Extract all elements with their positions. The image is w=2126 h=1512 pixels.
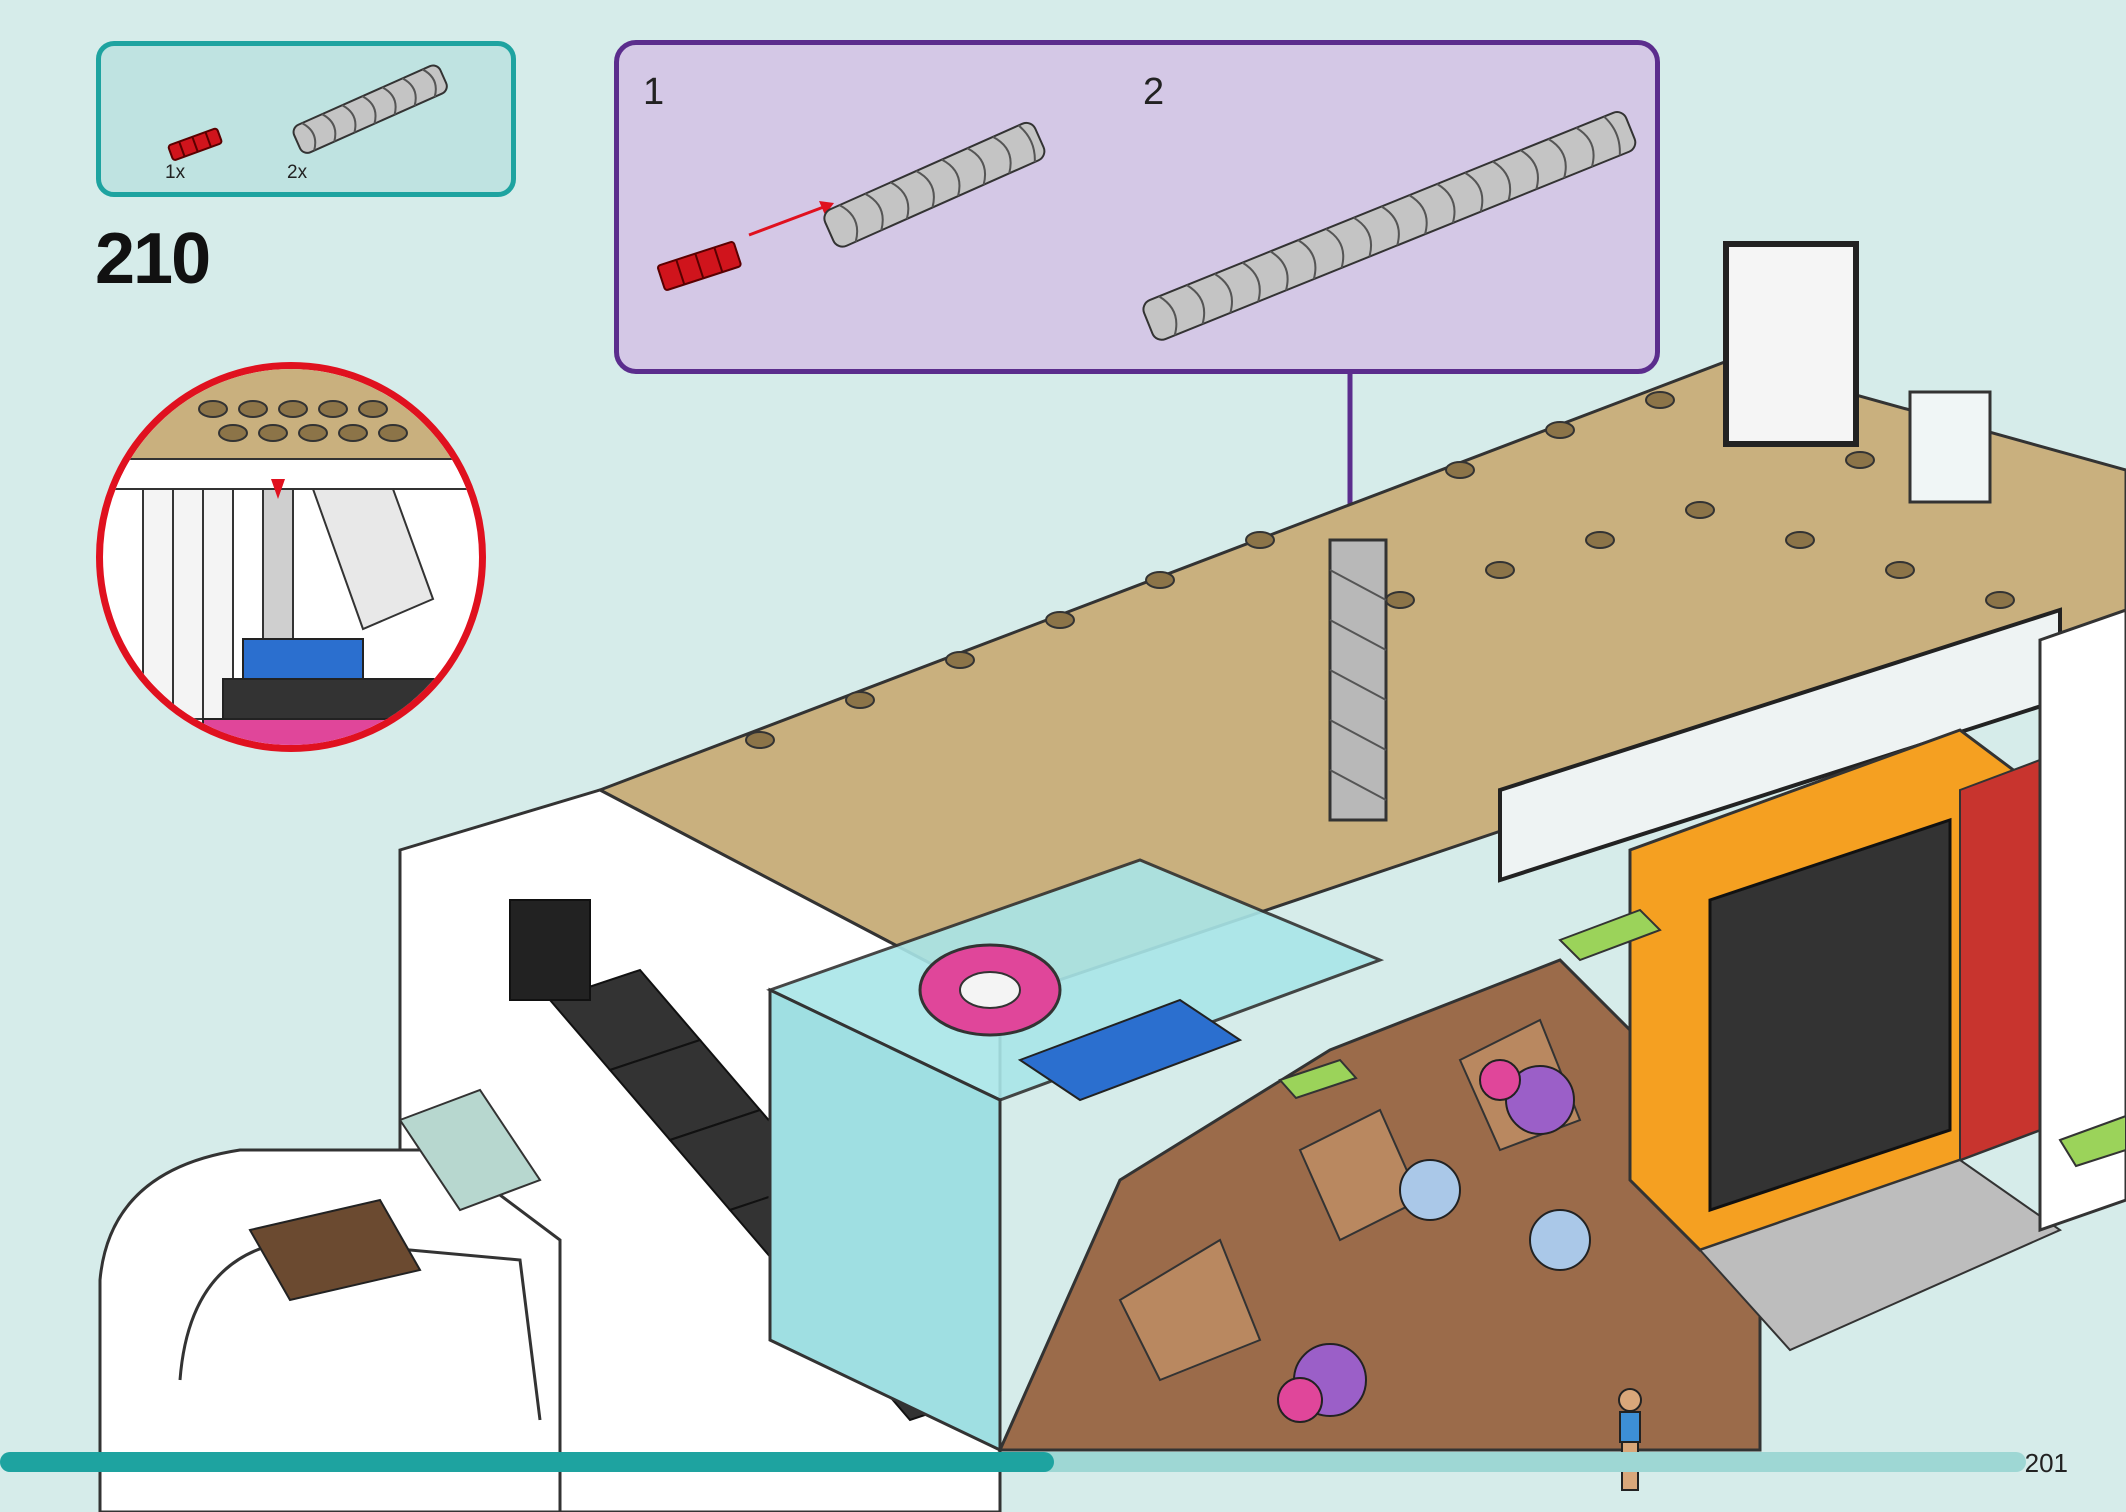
part-qty-column: 2x [287,162,308,183]
twisted-column-piece-icon [292,64,448,154]
detail-callout [96,362,486,752]
substep-1-illustration [657,121,1046,291]
callout-detail-illustration [103,369,479,745]
step-number: 210 [95,219,211,299]
progress-bar [0,1452,2026,1472]
substep-2-illustration [1142,111,1637,341]
part-qty-red: 1x [165,162,186,183]
substep-2-number: 2 [1143,71,1165,113]
page-number: 201 [2024,1448,2068,1478]
progress-fill [0,1452,1054,1472]
substep-1-number: 1 [643,71,665,113]
red-connector-piece-icon [167,127,223,161]
substep-box: 1 2 [614,40,1660,374]
parts-list-box: 1x 2x [96,41,516,197]
minifigure-icon [1618,1388,1642,1491]
